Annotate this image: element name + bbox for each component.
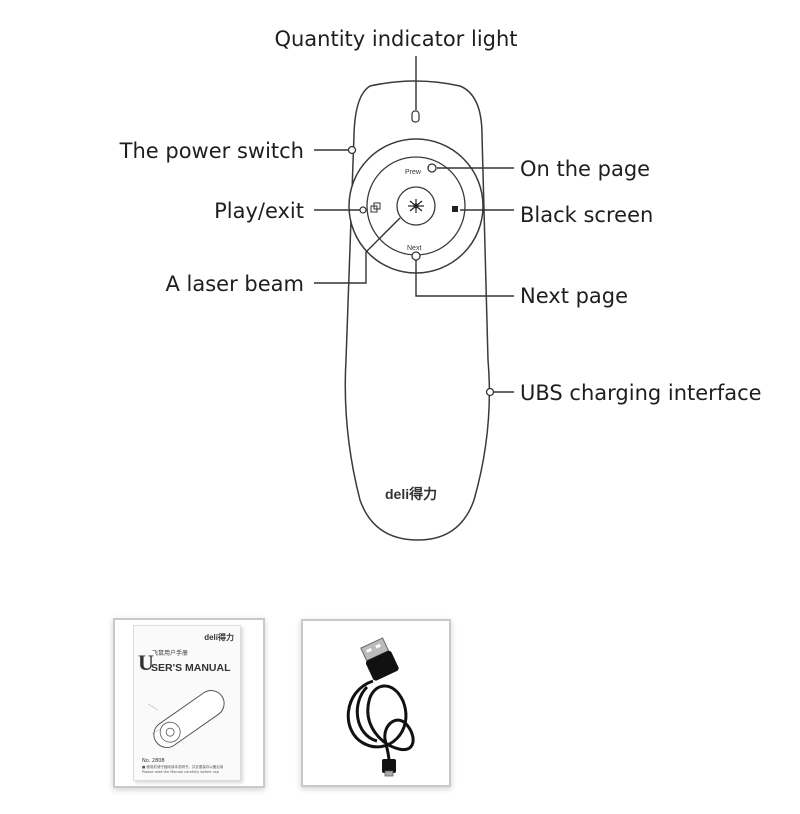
manual-title-initial: U	[138, 650, 154, 675]
user-manual: deli得力 飞鼠用户手册 U SER'S MANUAL No. 2808 ■ …	[133, 625, 241, 781]
manual-brand: deli得力	[204, 633, 234, 642]
manual-model: No. 2808	[142, 758, 165, 764]
label-play-exit: Play/exit	[214, 199, 304, 223]
prev-button-text: Prew	[405, 169, 422, 176]
manual-device-illustration	[147, 690, 225, 748]
label-prev-page: On the page	[520, 157, 650, 181]
label-usb: UBS charging interface	[520, 381, 762, 405]
usb-cable-illustration	[346, 637, 415, 777]
label-indicator: Quantity indicator light	[274, 27, 517, 51]
indicator-light-icon	[411, 110, 420, 123]
label-laser: A laser beam	[166, 272, 305, 296]
manual-note-cn: ■ 使用前请仔细阅读本说明书，并妥善保存以备后用	[142, 765, 224, 769]
laser-dot	[413, 203, 419, 209]
device-brand: deli得力	[385, 486, 437, 502]
cable-card	[301, 619, 451, 787]
manual-card: deli得力 飞鼠用户手册 U SER'S MANUAL No. 2808 ■ …	[113, 618, 265, 788]
black-screen-icon	[452, 206, 458, 212]
callout-lines	[314, 56, 514, 397]
label-black-screen: Black screen	[520, 203, 653, 227]
manual-subtitle-cn: 飞鼠用户手册	[152, 650, 189, 657]
label-power: The power switch	[119, 139, 304, 163]
play-exit-icon	[370, 202, 381, 213]
manual-title: SER'S MANUAL	[151, 662, 231, 674]
next-button-text: Next	[407, 245, 421, 252]
manual-note-en: Please read the Manual carefully before …	[142, 770, 219, 774]
label-next-page: Next page	[520, 284, 628, 308]
